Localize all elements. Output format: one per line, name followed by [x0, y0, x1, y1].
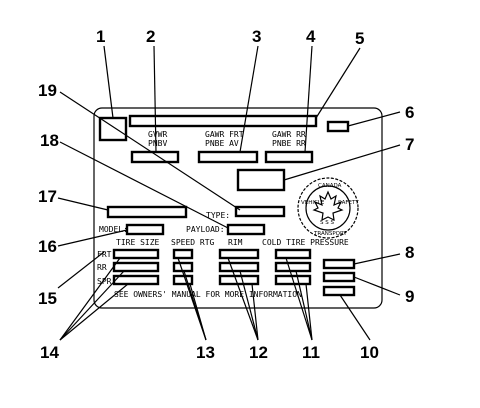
speed-rtg-rr-field — [172, 261, 194, 273]
label-field-5 — [128, 114, 318, 128]
leader-4 — [304, 45, 313, 153]
spr-row-label: SPR — [97, 277, 112, 286]
leader-lines — [57, 45, 401, 341]
callout-3: 3 — [252, 27, 261, 46]
gvwr-label: GVWR — [148, 130, 167, 139]
leader-12c — [251, 283, 259, 341]
callout-12: 12 — [249, 343, 268, 362]
leader-13c — [189, 283, 207, 341]
leader-1 — [103, 45, 114, 119]
callout-13: 13 — [196, 343, 215, 362]
callout-10: 10 — [360, 343, 379, 362]
leader-16 — [57, 229, 128, 247]
label-field-2 — [130, 150, 180, 164]
seal-right-text: SAFETY — [338, 200, 359, 206]
label-field-10 — [322, 285, 356, 297]
rim-spr-field — [218, 274, 260, 286]
footer-text: SEE OWNERS' MANUAL FOR MORE INFORMATION — [114, 290, 302, 299]
callout-14: 14 — [40, 343, 59, 362]
tire-size-frt-field — [112, 248, 160, 260]
label-field-18 — [226, 223, 266, 236]
speed-rtg-spr-field — [172, 274, 194, 286]
rim-frt-field — [218, 248, 260, 260]
callout-5: 5 — [355, 29, 364, 48]
canada-safety-seal: CANADA VEHICLE SAFETY TRANSPORT S S S — [297, 177, 359, 239]
leader-9 — [353, 276, 401, 296]
pressure-frt-field — [274, 248, 312, 260]
callout-11: 11 — [302, 343, 320, 362]
tire-size-header: TIRE SIZE — [116, 238, 160, 247]
label-field-16 — [125, 223, 165, 236]
cold-tire-pressure-header: COLD TIRE PRESSURE — [262, 238, 349, 247]
callout-8: 8 — [405, 243, 414, 262]
label-field-4 — [264, 150, 314, 164]
label-field-9 — [322, 271, 356, 283]
label-outline — [93, 107, 383, 309]
pnbe-av-label: PNBE AV — [205, 139, 239, 148]
callout-9: 9 — [405, 287, 414, 306]
leader-14c — [59, 283, 129, 341]
leader-5 — [315, 47, 361, 119]
leader-3 — [239, 45, 259, 153]
callout-7: 7 — [405, 135, 414, 154]
seal-top-text: CANADA — [318, 183, 342, 189]
rim-rr-field — [218, 261, 260, 273]
leader-10 — [339, 294, 371, 341]
leader-8 — [353, 253, 401, 265]
speed-rtg-frt-field — [172, 248, 194, 260]
leader-17 — [57, 197, 109, 211]
label-field-6 — [326, 120, 350, 133]
maple-leaf-icon — [312, 190, 344, 222]
speed-rtg-header: SPEED RTG — [171, 238, 215, 247]
leader-2 — [153, 45, 157, 153]
label-field-3 — [197, 150, 259, 164]
leader-11c — [305, 283, 313, 341]
pnbv-label: PNBV — [148, 139, 167, 148]
rim-header: RIM — [228, 238, 243, 247]
leader-6 — [347, 111, 401, 127]
type-label: TYPE: — [206, 211, 230, 220]
leader-18 — [59, 141, 229, 229]
tire-size-rr-field — [112, 261, 160, 273]
frt-row-label: FRT — [97, 250, 112, 259]
callout-1: 1 — [96, 27, 105, 46]
callout-19: 19 — [38, 81, 57, 100]
callout-15: 15 — [38, 289, 57, 308]
gawr-rr-label: GAWR RR — [272, 130, 306, 139]
model-label: MODEL: — [99, 225, 128, 234]
label-field-17 — [106, 205, 188, 219]
leader-12a — [227, 257, 259, 341]
pnbe-rr-label: PNBE RR — [272, 139, 306, 148]
callout-17: 17 — [38, 187, 57, 206]
callout-18: 18 — [40, 131, 59, 150]
pressure-rr-field — [274, 261, 312, 273]
seal-center-text: S S S — [320, 220, 334, 226]
seal-bottom-text: TRANSPORT — [313, 231, 347, 237]
seal-left-text: VEHICLE — [301, 200, 325, 206]
leader-15 — [57, 251, 105, 289]
tire-size-spr-field — [112, 274, 160, 286]
label-field-7 — [236, 168, 286, 192]
gawr-frt-label: GAWR FRT — [205, 130, 244, 139]
callout-4: 4 — [306, 27, 316, 46]
rr-row-label: RR — [97, 263, 107, 272]
label-field-8 — [322, 258, 356, 270]
leader-11b — [295, 270, 313, 341]
callout-numbers: 1 2 3 4 5 6 7 8 9 10 11 12 13 14 15 16 1… — [38, 27, 414, 362]
label-field-19 — [234, 205, 286, 218]
leader-14b — [59, 270, 125, 341]
leader-14a — [59, 257, 121, 341]
callout-16: 16 — [38, 237, 57, 256]
pressure-spr-field — [274, 274, 312, 286]
leader-19 — [59, 91, 241, 211]
payload-label: PAYLOAD: — [186, 225, 225, 234]
callout-6: 6 — [405, 103, 414, 122]
leader-12b — [239, 270, 259, 341]
leader-7 — [283, 144, 401, 181]
callout-2: 2 — [146, 27, 155, 46]
leader-11a — [285, 257, 313, 341]
